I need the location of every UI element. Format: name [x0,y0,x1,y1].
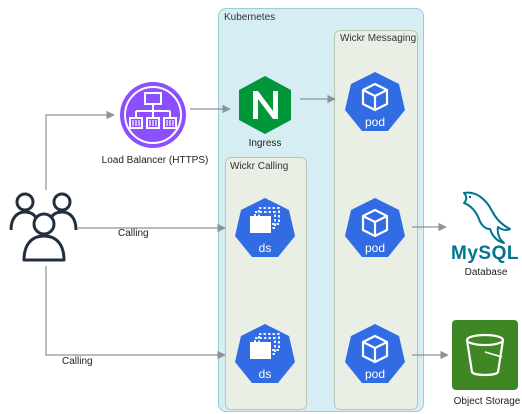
ingress-label: Ingress [248,138,282,149]
kubernetes-daemonset-icon [233,196,297,260]
object-storage-label: Object Storage [453,396,521,407]
kubernetes-label: Kubernetes [224,12,276,23]
pod-label: pod [364,241,386,255]
users-icon [8,188,80,268]
mysql-logo-text: MySQL [451,243,519,264]
application-load-balancer-icon [118,80,188,150]
wickr-calling-label: Wickr Calling [230,161,289,172]
s3-bucket-icon [452,320,518,390]
nginx-icon [237,75,293,135]
calling-edge-label-lower: Calling [62,356,93,367]
ds-label: ds [258,367,272,381]
database-label: Database [464,267,508,278]
load-balancer-label: Load Balancer (HTTPS) [101,155,209,166]
kubernetes-pod-icon [343,196,407,260]
pod-label: pod [364,367,386,381]
mysql-dolphin-icon [452,185,518,265]
kubernetes-pod-icon [343,322,407,386]
pod-label: pod [364,115,386,129]
ds-label: ds [258,241,272,255]
calling-edge-label-upper: Calling [118,228,149,239]
kubernetes-pod-icon [343,70,407,134]
edge-users-to-load-balancer [45,110,115,190]
kubernetes-daemonset-icon [233,322,297,386]
wickr-messaging-label: Wickr Messaging [340,33,417,44]
edge-users-calling-lower [45,266,226,360]
